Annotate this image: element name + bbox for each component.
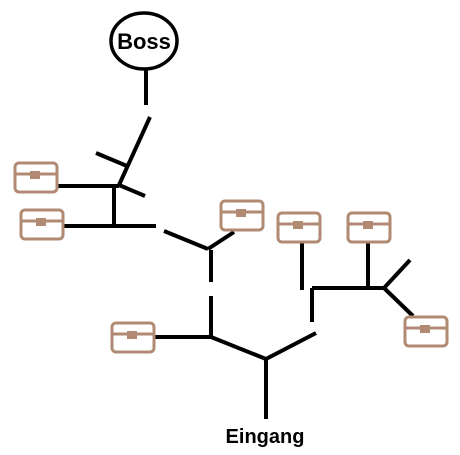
entrance-label: Eingang	[226, 426, 305, 448]
boss-label: Boss	[117, 29, 171, 54]
chest-icon	[346, 211, 392, 244]
corridor-tick-upper	[95, 151, 128, 168]
corridor-lower-right-diagonal	[265, 331, 317, 361]
corridor-boss-diagonal	[117, 116, 152, 186]
corridor-to-chest-far-right	[382, 286, 415, 318]
corridor-center-diagonal	[163, 229, 209, 251]
chest-icon	[13, 161, 59, 194]
corridor-right-diagonal-up	[382, 258, 412, 290]
boss-node: Boss	[109, 11, 179, 71]
corridor-to-chest-center	[206, 230, 236, 251]
corridors	[57, 69, 415, 419]
chest-icon	[403, 315, 449, 348]
chest-icon	[110, 321, 156, 354]
corridor-tick-lower	[118, 183, 146, 198]
chest-icon	[19, 208, 65, 241]
corridor-lower-left-diagonal	[210, 335, 267, 361]
chests	[13, 161, 449, 354]
chest-icon	[276, 211, 322, 244]
chest-icon	[219, 199, 265, 232]
